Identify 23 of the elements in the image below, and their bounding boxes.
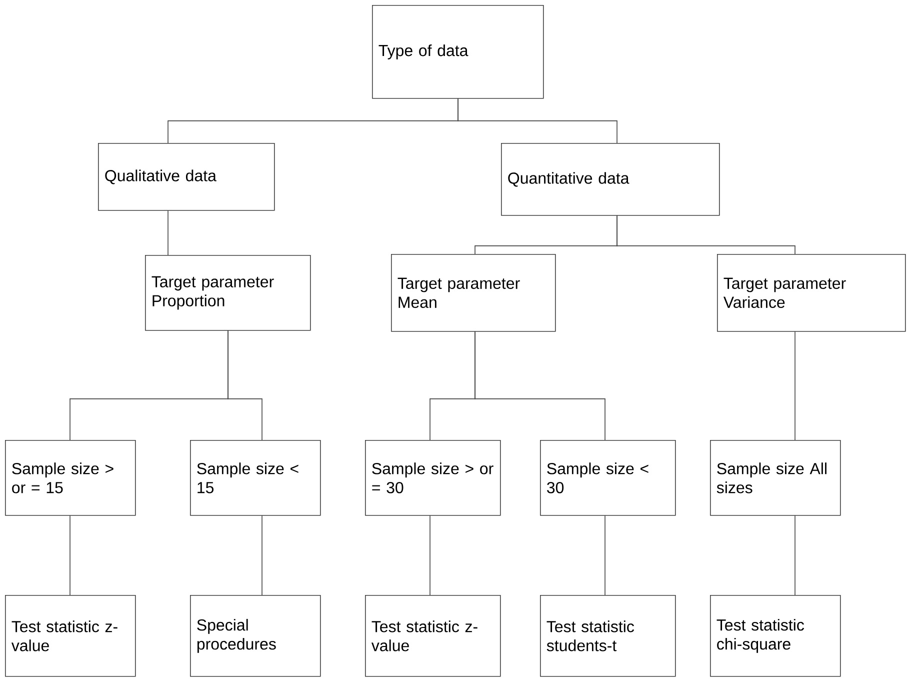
category-box: Target parameter Proportion [145, 255, 311, 331]
connector-line [794, 515, 796, 596]
category-box: Target parameter Variance [717, 254, 906, 332]
category-box: Sample size < 15 [190, 440, 321, 516]
category-box: Sample size > or = 15 [5, 440, 136, 516]
connector-line [604, 515, 606, 596]
category-box: Test statistic chi-square [710, 595, 841, 677]
category-box: Target parameter Mean [391, 254, 556, 332]
connector-line [228, 330, 262, 440]
category-box: Quantitative data [501, 143, 720, 216]
category-box: Special procedures [190, 595, 321, 677]
category-box: Test statistic z-value [365, 595, 501, 677]
category-box: Qualitative data [98, 143, 275, 211]
connector-line [616, 215, 796, 254]
connector-line [794, 331, 796, 440]
category-box: Sample size All sizes [710, 440, 841, 516]
category-box: Sample size > or = 30 [365, 440, 501, 516]
category-box: Test statistic students-t [540, 595, 676, 677]
connector-line [458, 98, 618, 144]
connector-line [474, 331, 606, 440]
category-box: Test statistic z-value [5, 595, 136, 677]
root-box: Type of data [372, 5, 544, 99]
category-box: Sample size < 30 [540, 440, 676, 516]
